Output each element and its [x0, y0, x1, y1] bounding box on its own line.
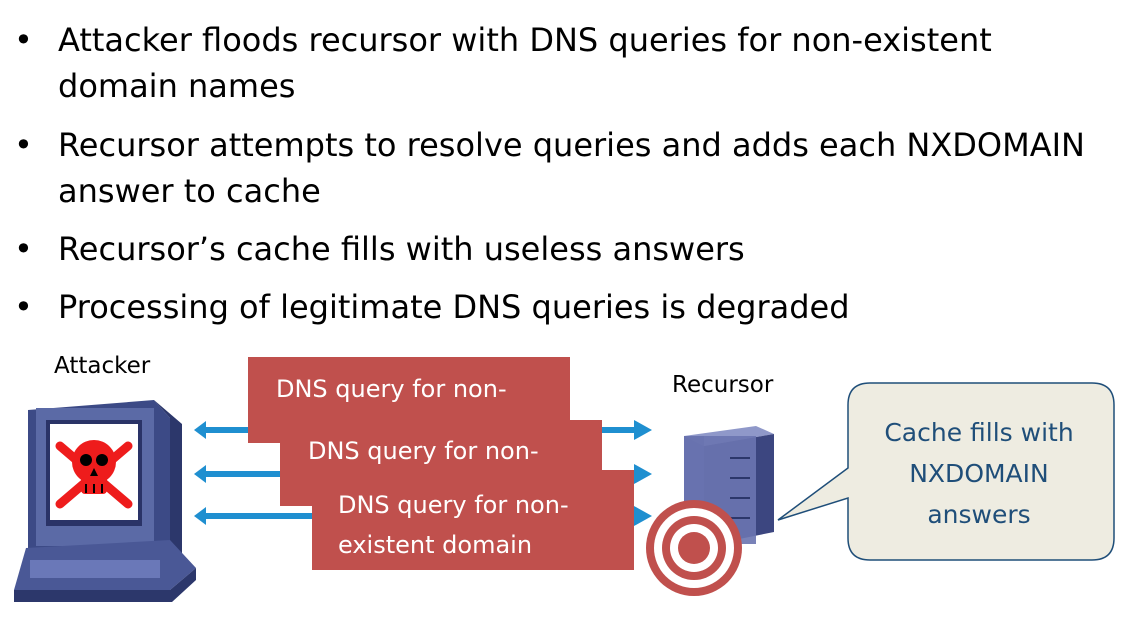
bullet-text-line: Recursor’s cache fills with useless answ… [58, 230, 745, 268]
bullet-text-line: Recursor attempts to resolve queries and… [58, 126, 1085, 164]
callout-line: Cache fills with [884, 418, 1074, 447]
callout-bubble [777, 382, 1115, 561]
attacker-label: Attacker [54, 353, 151, 379]
bullet-item: • Recursor attempts to resolve queries a… [14, 122, 1085, 214]
bullet-dot: • [14, 126, 33, 164]
bullet-item: • Recursor’s cache fills with useless an… [14, 226, 745, 272]
query-card-text: existent domain [338, 531, 533, 559]
query-card: DNS query for non- existent domain [312, 470, 634, 570]
callout-text: Cache fills with NXDOMAIN answers [848, 412, 1110, 535]
callout-line: NXDOMAIN [909, 459, 1049, 488]
query-card-text: DNS query for non- [276, 375, 507, 403]
bullet-text-line: Attacker floods recursor with DNS querie… [58, 21, 992, 59]
query-card-text: DNS query for non- [308, 437, 539, 465]
bullet-item: • Attacker floods recursor with DNS quer… [14, 17, 992, 109]
recursor-label: Recursor [672, 372, 774, 398]
bullet-text-line: domain names [58, 67, 296, 105]
skull-crossbones-icon [55, 440, 133, 509]
bullet-text-line: Processing of legitimate DNS queries is … [58, 288, 850, 326]
target-icon [646, 500, 742, 596]
bullet-dot: • [14, 288, 33, 326]
callout-line: answers [927, 500, 1031, 529]
bullet-dot: • [14, 21, 33, 59]
bullet-dot: • [14, 230, 33, 268]
bullet-item: • Processing of legitimate DNS queries i… [14, 284, 850, 330]
computer-icon [14, 400, 196, 602]
query-card-text: DNS query for non- [338, 491, 569, 519]
bullet-text-line: answer to cache [58, 172, 321, 210]
